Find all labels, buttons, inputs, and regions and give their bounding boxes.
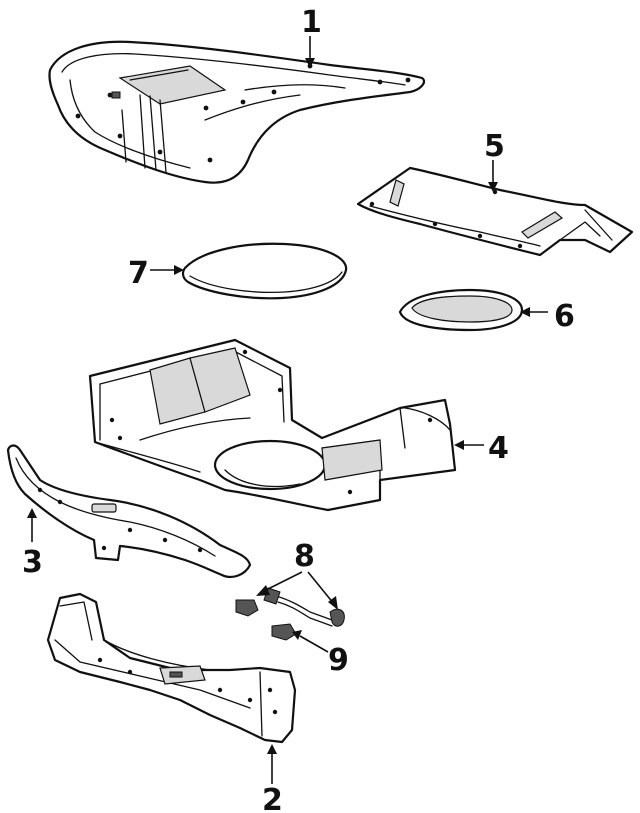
leader-lines — [27, 36, 548, 784]
part-6-tire-cover-trim — [398, 288, 524, 332]
callout-8: 8 — [294, 539, 315, 574]
callout-4: 4 — [488, 431, 509, 466]
part-3-finish-panel-trim — [6, 444, 252, 579]
callout-9: 9 — [328, 643, 349, 678]
part-1-trunk-lid-liner — [48, 40, 426, 184]
part-9-clip — [235, 599, 297, 641]
part-5-package-tray-trim — [356, 166, 634, 257]
callout-3: 3 — [22, 545, 43, 580]
callout-7: 7 — [128, 256, 149, 291]
callout-1: 1 — [301, 5, 322, 40]
part-2-rear-trim-panel — [46, 592, 297, 744]
part-7-spare-tire-cover — [181, 242, 348, 300]
part-4-trunk-mat — [88, 338, 457, 512]
callout-5: 5 — [484, 129, 505, 164]
part-8-strap — [263, 587, 345, 627]
callout-6: 6 — [554, 299, 575, 334]
callout-2: 2 — [262, 783, 283, 813]
